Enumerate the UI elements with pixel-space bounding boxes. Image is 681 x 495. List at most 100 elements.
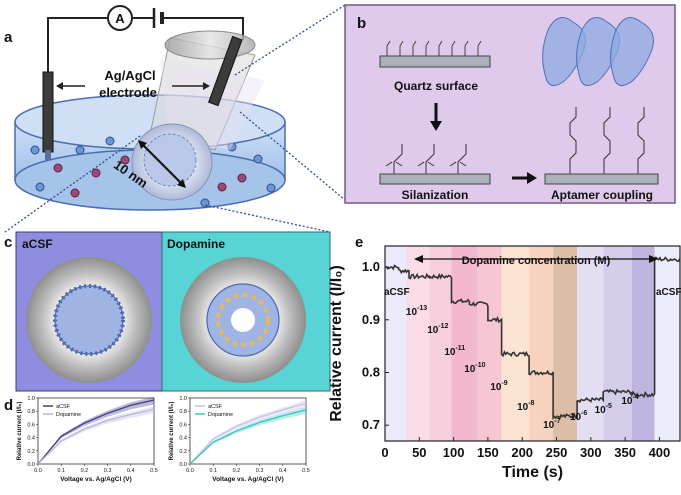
acsf-right-label: aCSF xyxy=(656,287,681,298)
y-tick-label: 1.0 xyxy=(27,396,35,402)
concentration-label-8: 10-5 xyxy=(595,403,612,416)
x-tick-label: 0 xyxy=(381,445,388,460)
acsf-left-label: aCSF xyxy=(384,287,410,298)
ammeter-label: A xyxy=(115,11,125,26)
quartz-slab xyxy=(379,55,491,68)
quartz-label: Quartz surface xyxy=(394,79,478,93)
series-line-acsf xyxy=(189,402,307,465)
panel-a: a A xyxy=(4,4,346,233)
concentration-band xyxy=(529,246,554,441)
x-axis-label: Time (s) xyxy=(502,464,563,481)
y-tick-label: 1.0 xyxy=(179,396,187,402)
x-tick-label: 0.5 xyxy=(302,468,310,474)
x-tick-label: 400 xyxy=(649,445,671,460)
silanization-label: Silanization xyxy=(402,188,469,202)
left-electrode-tip xyxy=(45,150,51,160)
concentration-band xyxy=(429,246,452,441)
right-arrow xyxy=(512,172,537,184)
silane-molecules xyxy=(385,144,467,174)
concentration-band xyxy=(406,246,430,441)
legend-label: Dopamine xyxy=(56,412,81,418)
panel-c-left-label: aCSF xyxy=(22,237,53,251)
concentration-band xyxy=(577,246,604,441)
panel-b: b Quartz surface Silanization xyxy=(344,4,676,204)
left-electrode xyxy=(42,71,54,153)
y-tick-label: 0.8 xyxy=(179,409,187,415)
y-tick-label: 0.4 xyxy=(27,436,35,442)
x-axis-label: Voltage vs. Ag/AgCl (V) xyxy=(212,476,284,483)
legend-label: aCSF xyxy=(208,404,223,410)
panel-label-c: c xyxy=(4,234,12,251)
concentration-label-1: 10-12 xyxy=(427,323,448,336)
y-tick-label: 0.8 xyxy=(362,364,380,379)
concentration-band xyxy=(451,246,478,441)
x-tick-label: 0.1 xyxy=(209,468,217,474)
x-tick-label: 0.4 xyxy=(279,468,287,474)
x-tick-label: 0.0 xyxy=(186,468,194,474)
y-axis-label: Relative current (I/I₀) xyxy=(169,402,175,461)
concentration-band xyxy=(477,246,502,441)
y-tick-label: 0.2 xyxy=(179,449,187,455)
concentration-label-0: 10-13 xyxy=(406,305,427,318)
y-tick-label: 0.8 xyxy=(27,409,35,415)
right-electrode xyxy=(208,35,243,107)
x-tick-label: 250 xyxy=(546,445,568,460)
ammeter-symbol xyxy=(107,5,133,31)
concentration-band xyxy=(385,246,407,441)
series-band-acsf xyxy=(38,396,154,464)
y-tick-label: 0.0 xyxy=(27,462,35,468)
concentration-label-2: 10-11 xyxy=(444,345,465,358)
x-tick-label: 0.5 xyxy=(150,468,158,474)
x-tick-label: 350 xyxy=(614,445,636,460)
x-tick-label: 0.3 xyxy=(104,468,112,474)
concentration-band xyxy=(631,246,655,441)
panel-label-a: a xyxy=(4,29,13,46)
concentration-label-6: 10-7 xyxy=(543,418,560,431)
y-tick-label: 1.0 xyxy=(362,259,380,274)
dopamine-pore-opening xyxy=(231,308,255,332)
y-tick-label: 0.7 xyxy=(362,417,380,432)
x-tick-label: 150 xyxy=(477,445,499,460)
concentration-label-5: 10-8 xyxy=(517,400,534,413)
y-tick-label: 0.6 xyxy=(179,422,187,428)
concentration-band xyxy=(553,246,578,441)
x-tick-label: 300 xyxy=(580,445,602,460)
electrode-arrows xyxy=(56,82,210,90)
x-tick-label: 100 xyxy=(443,445,465,460)
concentration-label: Dopamine concentration (M) xyxy=(462,255,611,267)
concentration-band xyxy=(501,246,530,441)
y-tick-label: 0.6 xyxy=(27,422,35,428)
aptamer-label: Aptamer coupling xyxy=(551,188,653,202)
series-line-dopamine xyxy=(189,409,307,465)
concentration-label-9: 10-4 xyxy=(621,394,638,407)
current-trace xyxy=(384,256,681,421)
panel-label-b: b xyxy=(357,15,366,32)
plot-frame xyxy=(37,397,155,465)
ion-particles xyxy=(30,136,276,208)
panel-c-right-label: Dopamine xyxy=(167,237,225,251)
pore-protein xyxy=(143,133,197,187)
circuit-wire-right xyxy=(132,17,244,40)
x-tick-label: 0.3 xyxy=(256,468,264,474)
pore-size-arrow xyxy=(138,140,186,188)
x-tick-label: 0.2 xyxy=(81,468,89,474)
concentration-band xyxy=(654,246,680,441)
aptamer-slab xyxy=(544,173,659,185)
aptamer-linkers xyxy=(569,107,645,174)
quartz-molecules xyxy=(386,40,482,56)
y-axis-label: Relative current (I/I₀) xyxy=(328,265,345,422)
x-tick-label: 0.0 xyxy=(34,468,42,474)
plot-frame xyxy=(384,245,681,442)
panel-c: c aCSF Dopamine xyxy=(4,231,331,392)
y-tick-label: 0.9 xyxy=(362,312,380,327)
acsf-pore-texture xyxy=(53,284,125,356)
concentration-label-7: 10-6 xyxy=(570,410,587,423)
electrode-label-line1: Ag/AgCl xyxy=(104,68,155,83)
concentration-label-3: 10-10 xyxy=(464,362,485,375)
x-tick-label: 200 xyxy=(511,445,533,460)
concentration-bands xyxy=(385,246,680,441)
